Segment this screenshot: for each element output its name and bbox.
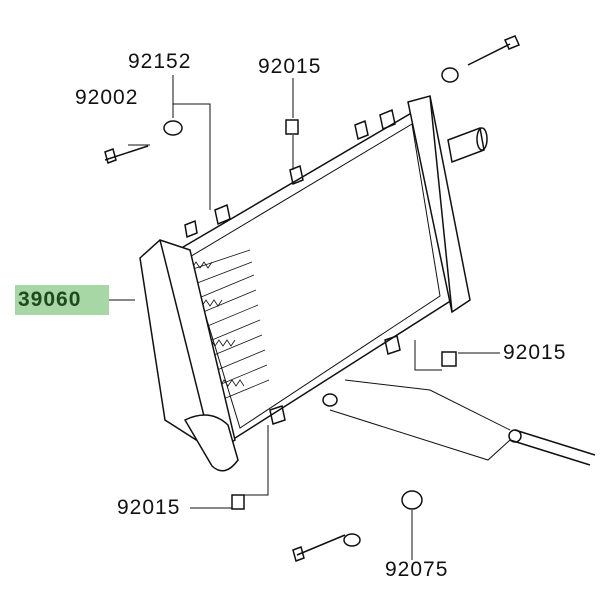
part-label-92015-bottom[interactable]: 92015 [117, 496, 181, 519]
brackets [184, 108, 401, 425]
part-label-92015-top[interactable]: 92015 [258, 55, 322, 78]
part-label-92002[interactable]: 92002 [75, 86, 139, 109]
hardware [104, 35, 596, 562]
radiator-core [177, 106, 453, 442]
part-label-39060-highlight[interactable]: 39060 [15, 285, 109, 315]
upper-hose-outlet [447, 126, 488, 164]
lower-hose-outlet [183, 414, 239, 472]
part-label-92015-right[interactable]: 92015 [503, 341, 567, 364]
part-label-92152[interactable]: 92152 [128, 50, 192, 73]
part-label-92075[interactable]: 92075 [385, 558, 449, 581]
leader-lines [109, 75, 511, 560]
right-tank [407, 95, 471, 314]
part-number-39060: 39060 [18, 288, 82, 311]
